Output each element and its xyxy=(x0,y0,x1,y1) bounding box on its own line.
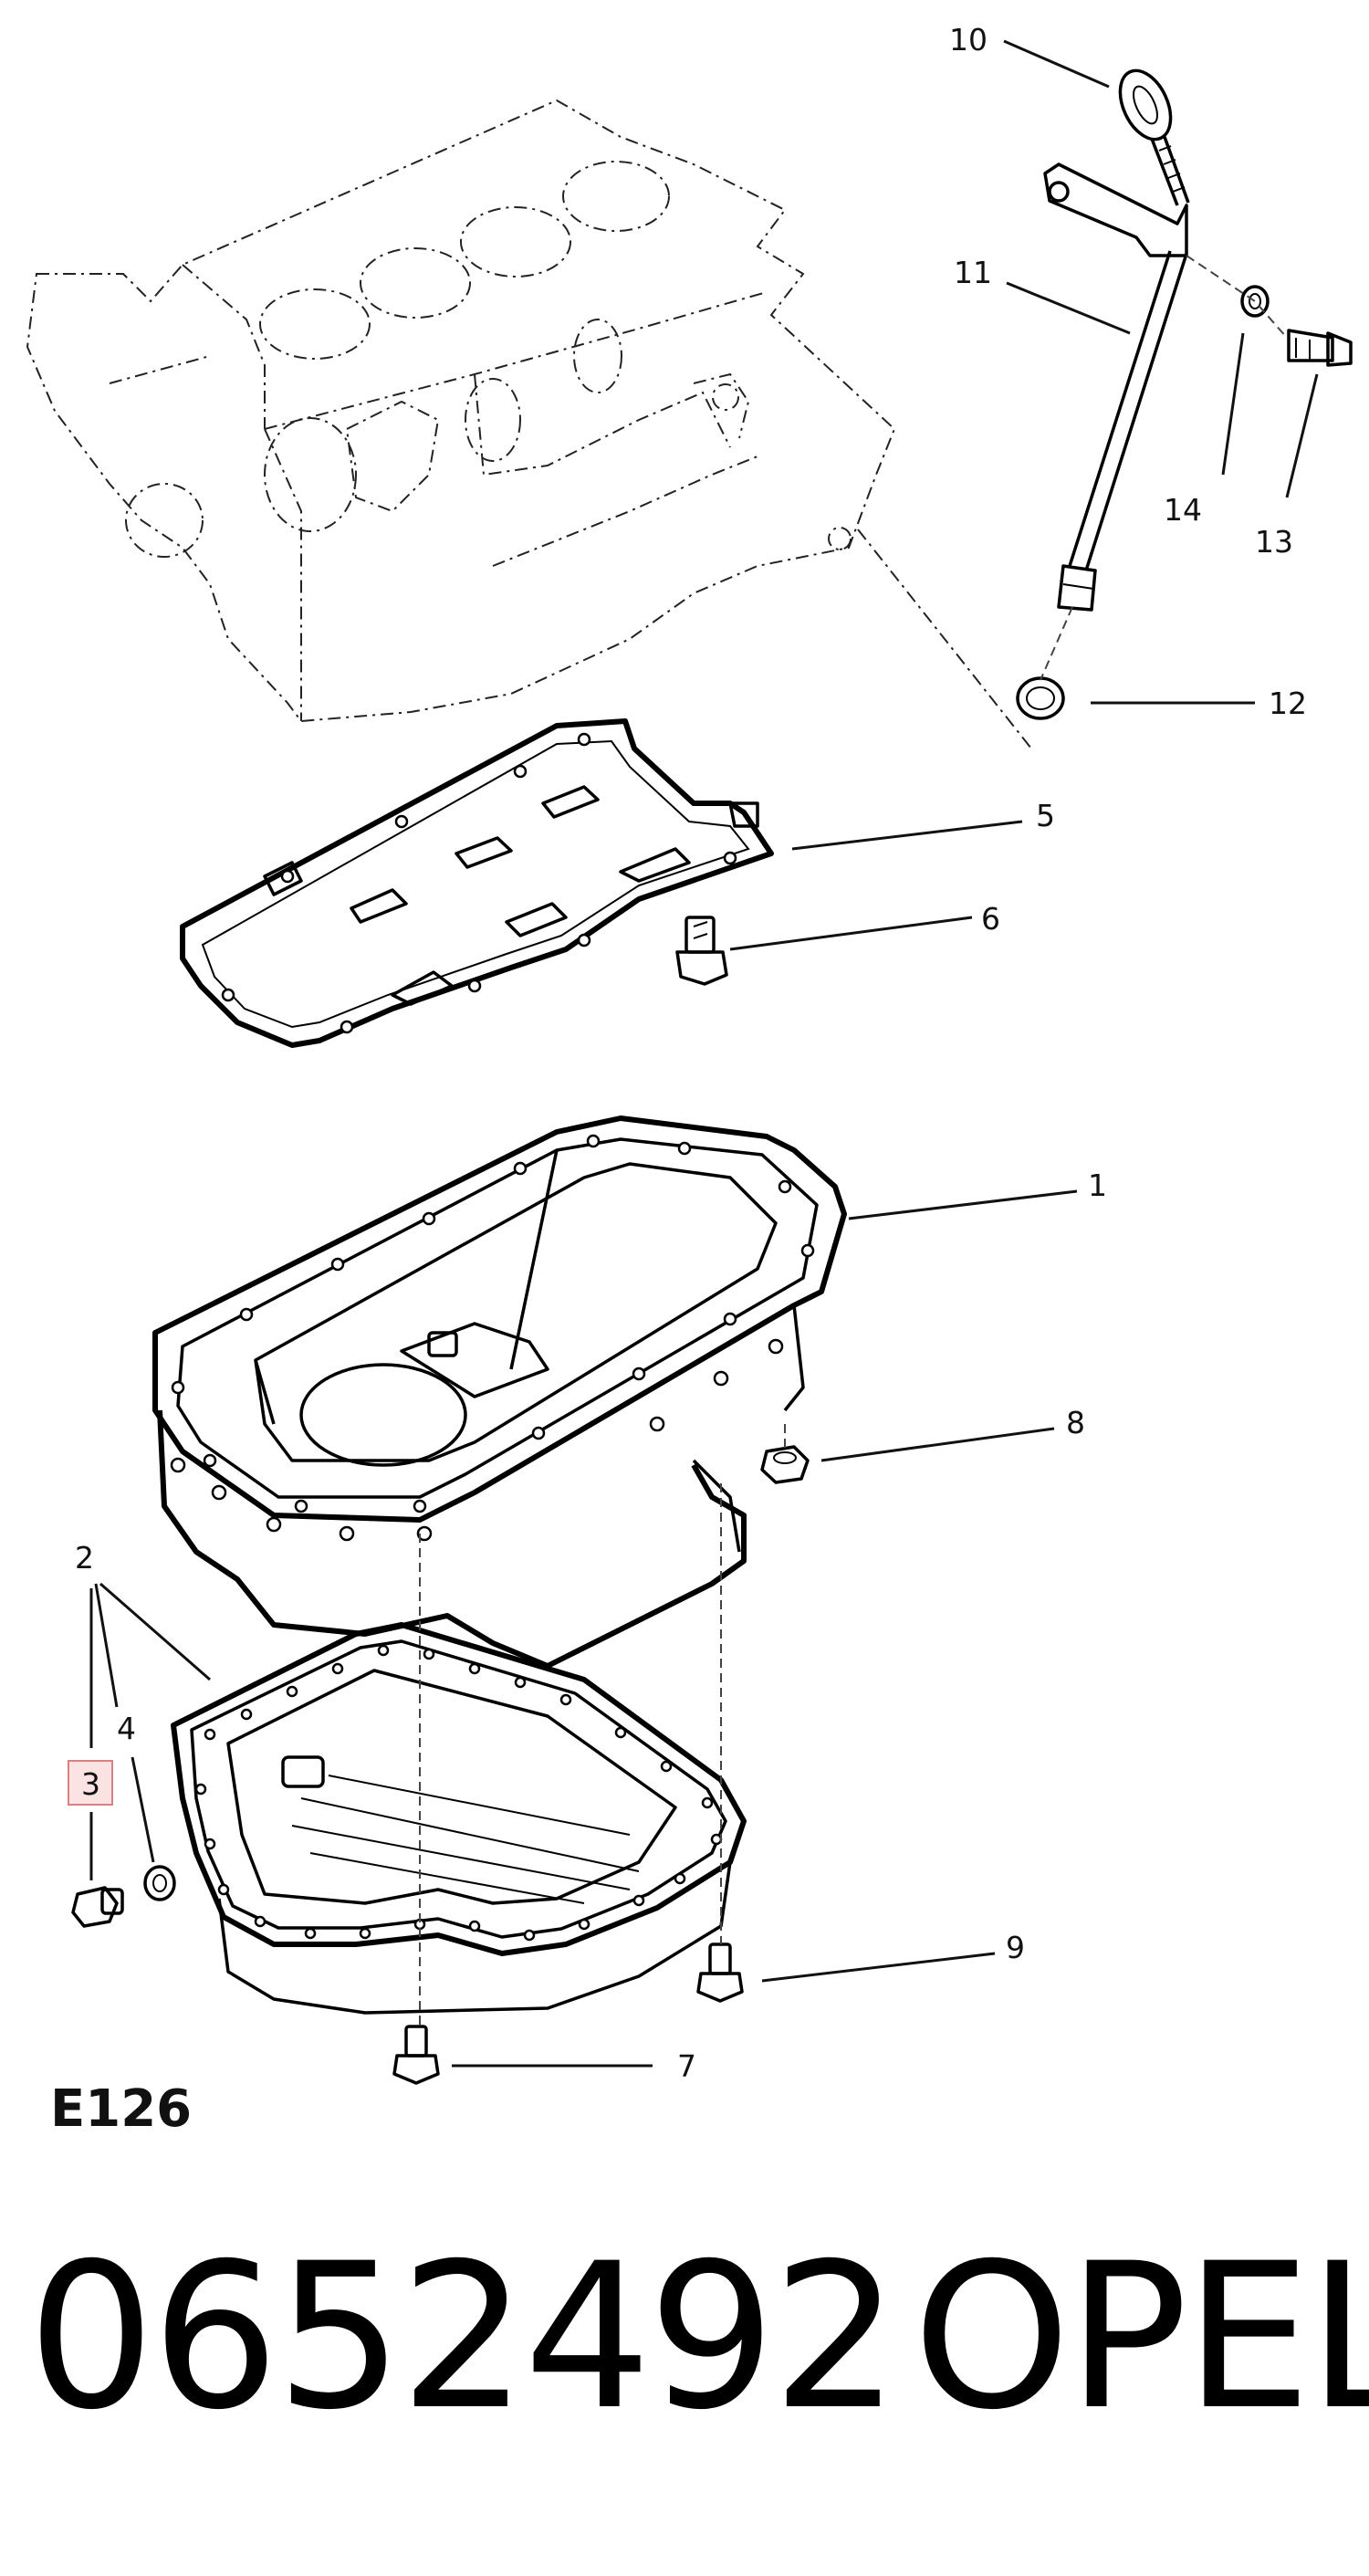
engine-block-phantom xyxy=(26,99,1032,749)
callout-2: 2 xyxy=(75,1540,94,1576)
bolt-7 xyxy=(392,2025,440,2085)
callout-11: 11 xyxy=(954,255,992,290)
assembly-axes xyxy=(419,255,1288,2026)
gasket-screw-6 xyxy=(675,916,728,986)
figure-code: E126 xyxy=(50,2079,193,2139)
bolt-13 xyxy=(1287,329,1353,367)
drain-plug-3 xyxy=(71,1886,124,1928)
callout-8: 8 xyxy=(1066,1405,1085,1440)
oil-pan-lower xyxy=(171,1622,747,2015)
callout-9: 9 xyxy=(1006,1930,1025,1965)
callout-10: 10 xyxy=(949,22,988,58)
callout-5: 5 xyxy=(1036,798,1055,833)
oil-pan-baffle-gasket xyxy=(180,718,774,1048)
washer-4 xyxy=(143,1865,176,1901)
callout-12: 12 xyxy=(1269,686,1307,721)
oil-pan-upper xyxy=(152,1115,847,1669)
part-number: 0652492 xyxy=(27,2220,900,2454)
callout-labels: 10 11 12 13 14 5 6 1 8 9 7 2 4 xyxy=(75,22,1307,2084)
callout-6: 6 xyxy=(981,901,1000,937)
washer-14 xyxy=(1240,285,1270,318)
callout-13: 13 xyxy=(1255,524,1293,560)
dipstick-10 xyxy=(1118,68,1190,206)
callout-4: 4 xyxy=(117,1711,136,1746)
callout-1: 1 xyxy=(1088,1168,1107,1203)
nut-8 xyxy=(760,1445,810,1484)
brand-name: OPEL xyxy=(913,2220,1369,2454)
callout-3: 3 xyxy=(81,1766,100,1802)
leader-lines xyxy=(89,39,1319,2068)
callout-14: 14 xyxy=(1164,492,1202,528)
highlight-box xyxy=(68,1760,113,1806)
callout-7: 7 xyxy=(677,2048,696,2084)
dipstick-tube-11 xyxy=(1043,162,1188,612)
